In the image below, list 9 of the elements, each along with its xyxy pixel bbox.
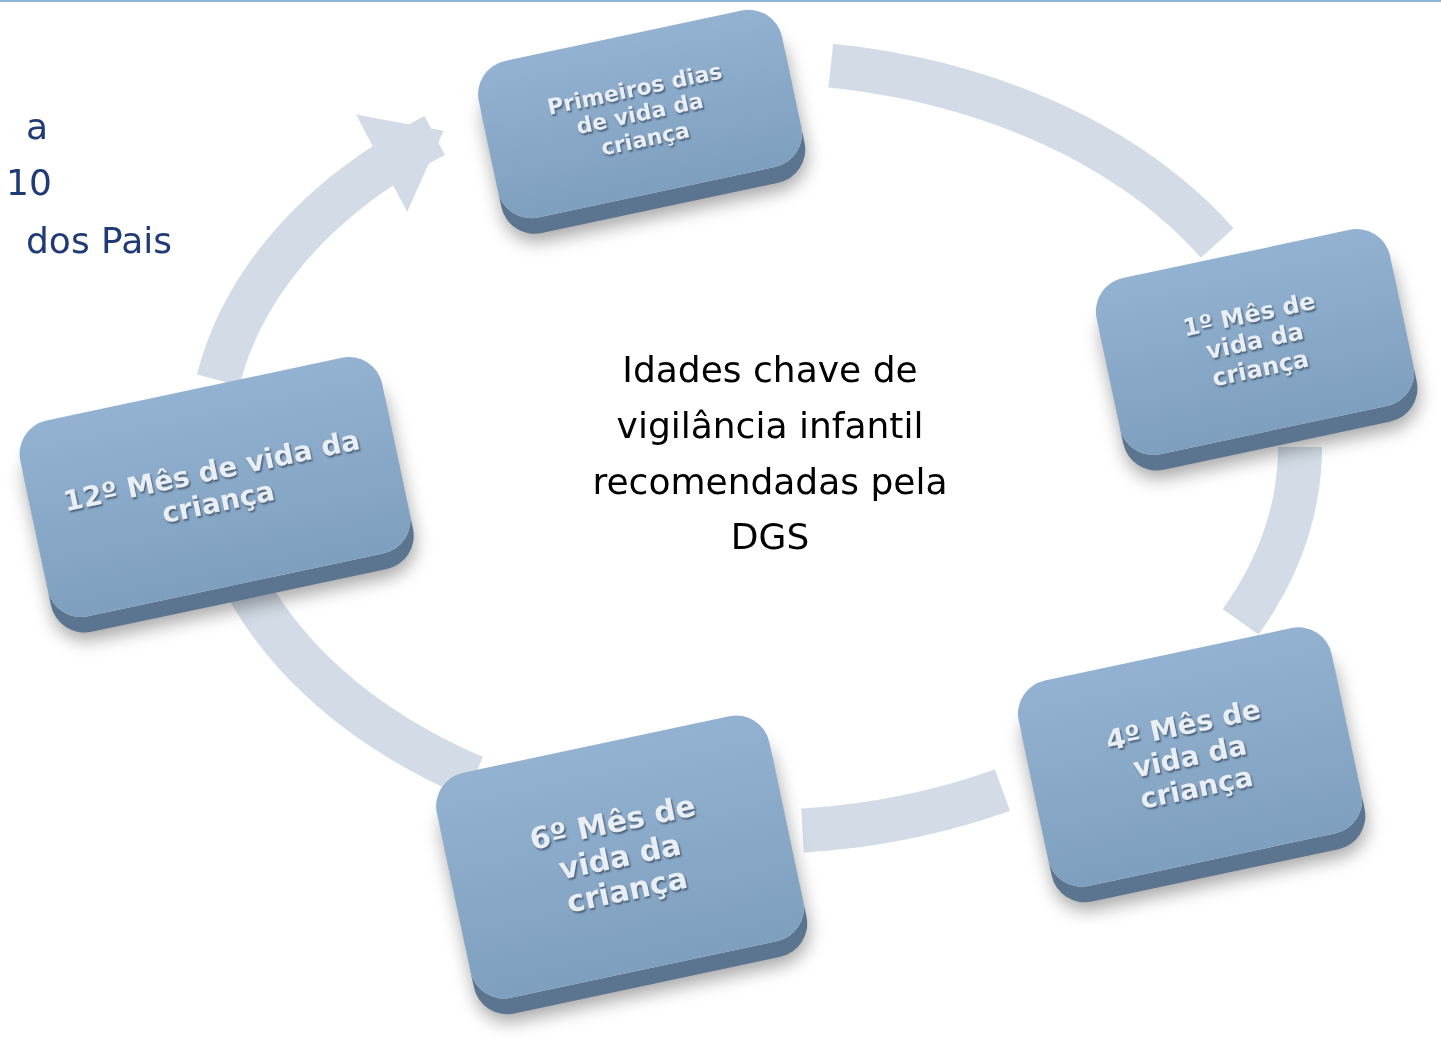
box-label: 1º Mês de vida da criança	[1179, 285, 1319, 395]
box-label: Primeiros dias de vida da criança	[544, 57, 726, 163]
box-label: 6º Mês de vida da criança	[525, 786, 700, 922]
center-text: Idades chave de vigilância infantil recomendadas pela DGS	[591, 348, 949, 560]
box-label: 12º Mês de vida da criança	[59, 423, 364, 533]
side-text: a	[26, 106, 49, 147]
box-label: 4º Mês de vida da criança	[1101, 691, 1265, 818]
side-text: 10	[6, 162, 52, 203]
side-text: dos Pais	[26, 220, 172, 261]
